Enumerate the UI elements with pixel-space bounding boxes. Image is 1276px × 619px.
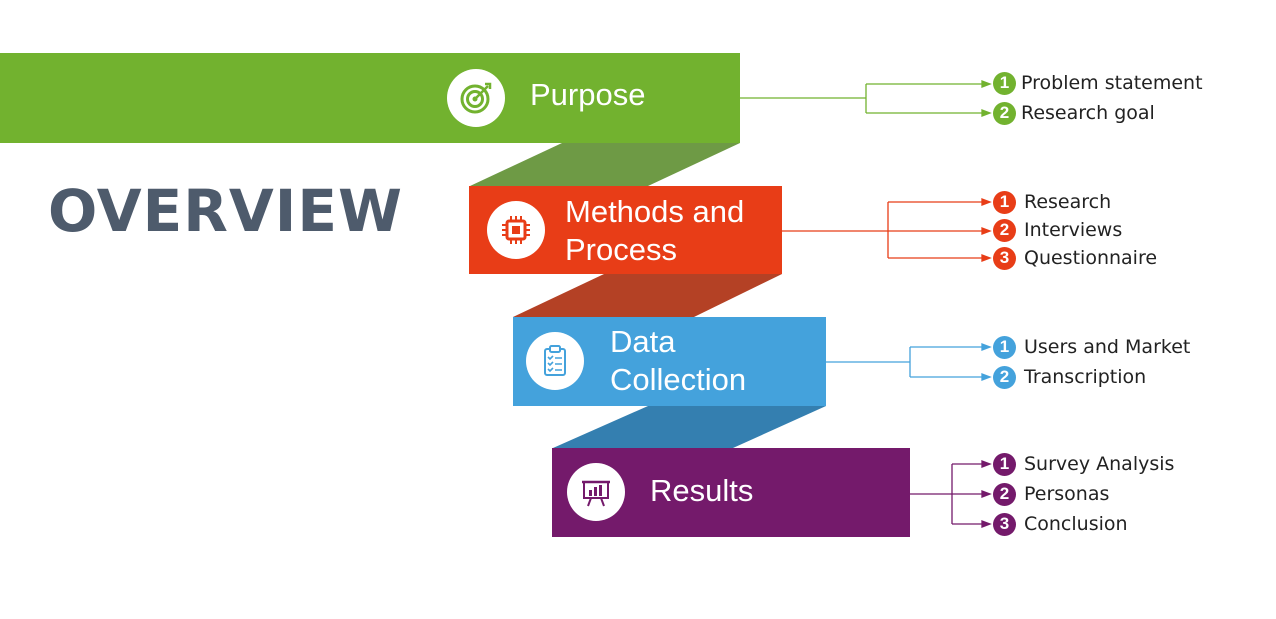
results-branches <box>910 460 992 528</box>
results-item-number: 1 <box>993 452 1016 476</box>
stage-methods-label-line: Methods and <box>565 194 745 229</box>
methods-item: 1 Research <box>993 189 1111 215</box>
data-item-number: 1 <box>993 335 1016 359</box>
purpose-item-label: Research goal <box>1021 102 1155 124</box>
results-item: 3 Conclusion <box>993 511 1128 537</box>
data-item-label: Transcription <box>1024 366 1147 388</box>
stage-data-band: Data Collection <box>513 317 826 406</box>
methods-item-number: 3 <box>993 246 1016 270</box>
stage-purpose-band: Purpose <box>0 53 740 143</box>
ribbon-data-results <box>553 406 826 448</box>
results-item-number: 2 <box>993 482 1016 506</box>
results-item-label: Personas <box>1024 483 1110 505</box>
stage-purpose-label: Purpose <box>530 76 645 114</box>
page-title: OVERVIEW <box>48 177 403 245</box>
results-item-label: Conclusion <box>1024 513 1128 535</box>
stage-data-label: Data Collection <box>610 323 746 399</box>
methods-item: 3 Questionnaire <box>993 245 1157 271</box>
results-item-label: Survey Analysis <box>1024 453 1175 475</box>
stage-methods-band: Methods and Process <box>469 186 782 274</box>
methods-item-label: Questionnaire <box>1024 247 1158 269</box>
methods-item: 2 Interviews <box>993 217 1122 243</box>
clipboard-icon <box>526 332 584 390</box>
chip-icon <box>487 201 545 259</box>
purpose-item-number: 1 <box>993 71 1016 95</box>
data-item: 2 Transcription <box>993 364 1146 390</box>
stage-data-label-line: Data <box>610 324 676 359</box>
presentation-chart-icon <box>567 463 625 521</box>
purpose-item-number: 2 <box>993 101 1016 125</box>
purpose-item: 2 Research goal <box>993 100 1155 126</box>
methods-branches <box>782 198 992 262</box>
methods-item-number: 2 <box>993 218 1016 242</box>
stage-results-label-line: Results <box>650 473 754 508</box>
stage-purpose-label-line: Purpose <box>530 77 646 112</box>
results-item: 2 Personas <box>993 481 1109 507</box>
purpose-branches <box>740 80 992 117</box>
data-item-label: Users and Market <box>1024 336 1191 358</box>
ribbon-methods-data <box>513 274 782 317</box>
data-branches <box>826 343 992 381</box>
stage-methods-label-line: Process <box>565 232 677 267</box>
target-icon <box>447 69 505 127</box>
purpose-item: 1 Problem statement <box>993 70 1203 96</box>
methods-item-label: Interviews <box>1024 219 1123 241</box>
methods-item-number: 1 <box>993 190 1016 214</box>
ribbon-purpose-methods <box>470 143 740 186</box>
data-item: 1 Users and Market <box>993 334 1190 360</box>
results-item: 1 Survey Analysis <box>993 451 1174 477</box>
results-item-number: 3 <box>993 512 1016 536</box>
stage-data-label-line: Collection <box>610 362 747 397</box>
stage-results-band: Results <box>552 448 910 537</box>
stage-methods-label: Methods and Process <box>565 193 744 269</box>
stage-results-label: Results <box>650 472 753 510</box>
purpose-item-label: Problem statement <box>1021 72 1203 94</box>
data-item-number: 2 <box>993 365 1016 389</box>
methods-item-label: Research <box>1024 191 1112 213</box>
